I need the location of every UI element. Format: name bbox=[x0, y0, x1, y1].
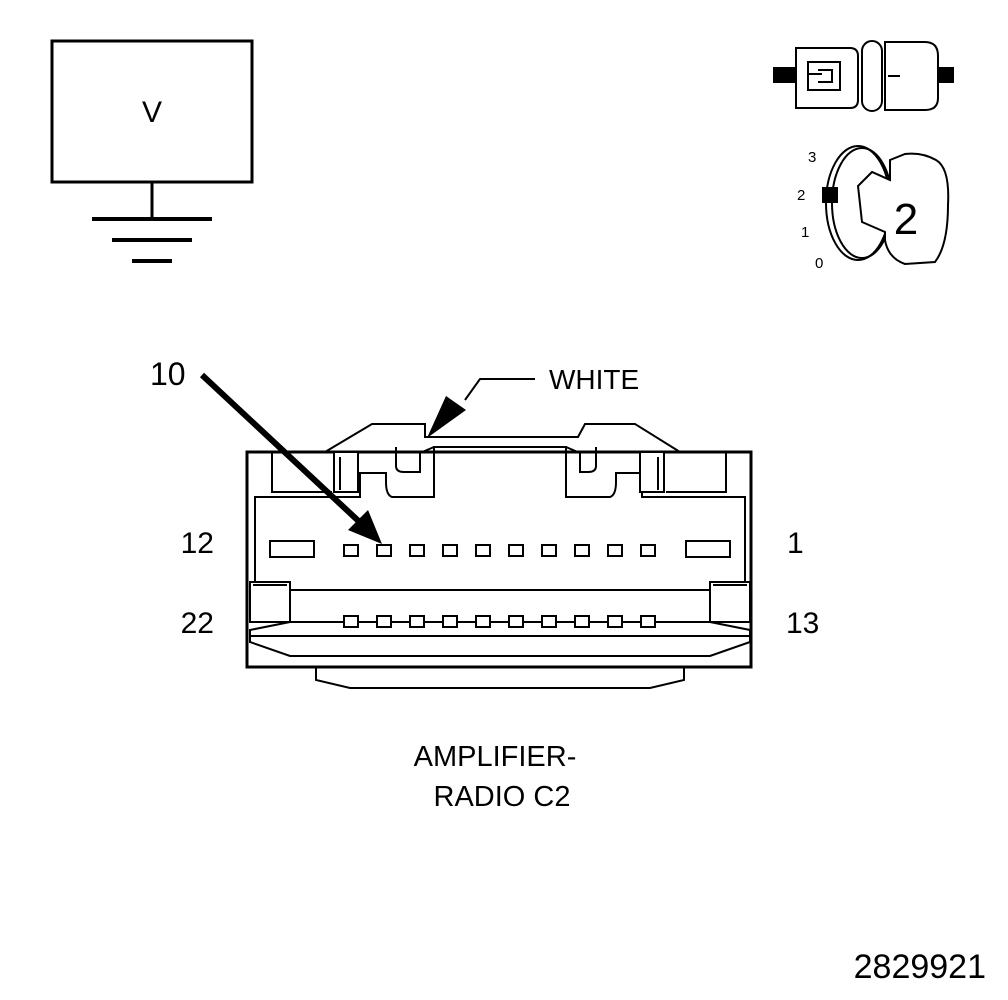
cavity bbox=[409, 544, 425, 557]
connector-face bbox=[245, 423, 753, 689]
cavity bbox=[376, 615, 392, 628]
cavity-1 bbox=[685, 540, 731, 558]
voltmeter-symbol: V bbox=[50, 39, 254, 263]
cavity bbox=[607, 544, 623, 557]
figure-number: 2829921 bbox=[854, 948, 986, 986]
ground-icon bbox=[92, 217, 212, 263]
cavity-12 bbox=[269, 540, 315, 558]
cavity bbox=[574, 544, 590, 557]
voltmeter-label: V bbox=[142, 96, 162, 129]
row-top-right-label: 1 bbox=[787, 527, 804, 560]
row-bottom-right-label: 13 bbox=[786, 607, 819, 640]
cavity bbox=[475, 615, 491, 628]
color-callout-arrow bbox=[427, 378, 535, 438]
cavity bbox=[508, 615, 524, 628]
cavity-10 bbox=[376, 544, 392, 557]
pin-callout-arrow bbox=[199, 372, 382, 544]
ignition-marker bbox=[822, 187, 838, 203]
callout-pin-label: 10 bbox=[150, 356, 186, 392]
cavity bbox=[343, 544, 359, 557]
cavity bbox=[508, 544, 524, 557]
ignition-key-position: 2 bbox=[894, 195, 918, 244]
ignition-position-2: 2 bbox=[797, 187, 805, 204]
cavity bbox=[541, 544, 557, 557]
connector-outer-shell bbox=[245, 450, 753, 669]
cavity bbox=[409, 615, 425, 628]
connector-top-latch bbox=[321, 423, 684, 453]
row-bottom-left-label: 22 bbox=[181, 607, 214, 640]
cavity bbox=[640, 544, 656, 557]
connector-name-line1: AMPLIFIER- bbox=[414, 741, 577, 773]
ignition-switch-icon: 3 2 1 0 2 bbox=[797, 145, 950, 272]
cavity-13 bbox=[640, 615, 656, 628]
connector-color-label: WHITE bbox=[549, 364, 639, 395]
cavity bbox=[442, 615, 458, 628]
cavity-22 bbox=[343, 615, 359, 628]
ignition-position-1: 1 bbox=[801, 224, 809, 241]
cavity bbox=[475, 544, 491, 557]
row-top-left-label: 12 bbox=[181, 527, 214, 560]
ignition-position-3: 3 bbox=[808, 149, 816, 166]
cavity bbox=[607, 615, 623, 628]
connector-inner-body bbox=[254, 446, 746, 591]
cavity bbox=[574, 615, 590, 628]
connector-name-line2: RADIO C2 bbox=[434, 781, 571, 813]
ignition-position-0: 0 bbox=[815, 255, 823, 272]
cavity bbox=[442, 544, 458, 557]
cavity bbox=[541, 615, 557, 628]
connector-bottom-lip bbox=[315, 667, 685, 689]
connector-disconnect-icon bbox=[773, 40, 954, 112]
